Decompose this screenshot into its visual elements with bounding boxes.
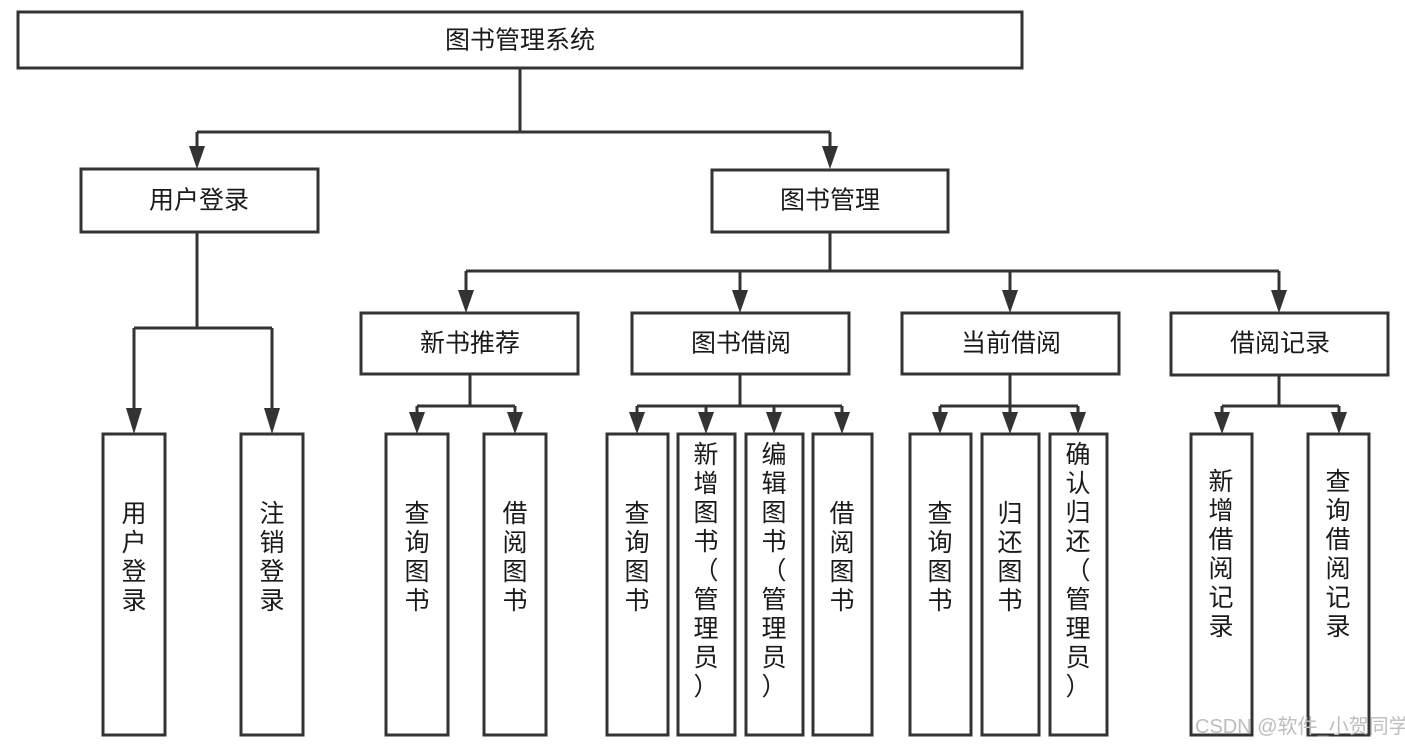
leaf-logout[interactable]: 注销登录: [239, 432, 305, 737]
arrow-head-leaf-confirm-return: [1070, 412, 1086, 434]
connector-group-book-borrow-to-leaves: [629, 374, 850, 434]
arrow-head-current-borrow: [1002, 290, 1018, 313]
leaf-logout-box[interactable]: [239, 432, 305, 737]
leaf-query-record-box[interactable]: [1306, 432, 1371, 737]
leaf-borrow-book-2-box[interactable]: [811, 432, 874, 737]
leaf-return-book-label: 归还图书: [997, 500, 1022, 615]
leaf-borrow-book-2-label: 借阅图书: [829, 500, 854, 615]
node-user-login-box[interactable]: [79, 167, 320, 234]
connector-group-root-to-level2: [189, 69, 838, 169]
connector-group-user-login-to-leaves: [126, 232, 280, 434]
leaf-query-book-3-box[interactable]: [908, 432, 973, 737]
node-current-borrow-box[interactable]: [900, 311, 1121, 376]
leaf-query-book-2-box[interactable]: [605, 432, 670, 737]
node-borrow-record-box[interactable]: [1169, 311, 1390, 377]
leaf-edit-book-box[interactable]: [744, 432, 805, 737]
leaf-query-book-1[interactable]: 查询图书: [384, 432, 450, 737]
node-current-borrow[interactable]: 当前借阅: [900, 311, 1121, 376]
arrow-head-leaf-add-record: [1214, 412, 1230, 434]
node-book-borrow-label: 图书借阅: [691, 330, 791, 358]
connector-group-current-borrow-to-leaves: [932, 374, 1086, 434]
node-book-manage-label: 图书管理: [780, 187, 880, 215]
arrow-head-leaf-edit-book: [766, 412, 782, 434]
arrow-head-leaf-add-book: [698, 412, 714, 434]
arrow-head-user-login: [189, 146, 205, 169]
leaf-borrow-book-2[interactable]: 借阅图书: [811, 432, 874, 737]
arrow-head-borrow-record: [1271, 290, 1287, 313]
leaf-confirm-return-box[interactable]: [1048, 432, 1109, 737]
node-root[interactable]: 图书管理系统: [16, 10, 1024, 70]
leaf-edit-book[interactable]: 编辑图书（管理员）: [744, 432, 805, 737]
arrow-head-leaf-borrow-book-2: [834, 412, 850, 434]
leaf-query-record[interactable]: 查询借阅记录: [1306, 432, 1371, 737]
leaf-add-book-box[interactable]: [676, 432, 737, 737]
leaf-query-book-3-label: 查询图书: [927, 500, 952, 615]
arrow-head-leaf-logout: [264, 408, 280, 434]
connector-group-book-manage-to-level3: [458, 232, 1287, 313]
arrow-head-leaf-return-book: [1002, 412, 1018, 434]
arrow-head-leaf-query-book-2: [629, 412, 645, 434]
node-new-book-rec[interactable]: 新书推荐: [359, 311, 580, 376]
node-user-login[interactable]: 用户登录: [79, 167, 320, 234]
node-book-borrow[interactable]: 图书借阅: [630, 311, 851, 376]
leaf-query-record-label: 查询借阅记录: [1325, 468, 1350, 641]
leaf-borrow-book-1-box[interactable]: [482, 432, 548, 737]
leaf-add-record-box[interactable]: [1189, 432, 1254, 737]
leaf-query-book-3[interactable]: 查询图书: [908, 432, 973, 737]
node-user-login-label: 用户登录: [149, 187, 249, 215]
arrow-head-leaf-query-book-1: [409, 412, 425, 434]
connector-group-borrow-record-to-leaves: [1214, 375, 1347, 434]
node-current-borrow-label: 当前借阅: [961, 330, 1061, 358]
leaf-borrow-book-1[interactable]: 借阅图书: [482, 432, 548, 737]
arrow-head-leaf-user-login: [126, 408, 142, 434]
leaf-user-login-label: 用户登录: [121, 500, 146, 615]
leaf-query-book-1-box[interactable]: [384, 432, 450, 737]
node-new-book-rec-box[interactable]: [359, 311, 580, 376]
leaf-query-book-2[interactable]: 查询图书: [605, 432, 670, 737]
arrow-head-leaf-query-book-3: [932, 412, 948, 434]
node-root-box[interactable]: [16, 10, 1024, 70]
leaf-edit-book-label: 编辑图书（管理员）: [761, 441, 786, 701]
leaf-confirm-return-label: 确认归还（管理员）: [1065, 441, 1090, 701]
arrow-head-leaf-borrow-book-1: [507, 412, 523, 434]
leaf-logout-label: 注销登录: [259, 500, 284, 615]
leaf-add-record-label: 新增借阅记录: [1208, 468, 1233, 641]
arrow-head-leaf-query-record: [1331, 412, 1347, 434]
leaf-add-book[interactable]: 新增图书（管理员）: [676, 432, 737, 737]
leaf-return-book-box[interactable]: [980, 432, 1041, 737]
arrow-head-book-borrow: [732, 290, 748, 313]
arrow-head-book-manage: [822, 146, 838, 169]
leaf-confirm-return[interactable]: 确认归还（管理员）: [1048, 432, 1109, 737]
leaf-return-book[interactable]: 归还图书: [980, 432, 1041, 737]
node-borrow-record-label: 借阅记录: [1230, 330, 1330, 358]
leaf-user-login-box[interactable]: [101, 432, 167, 737]
leaf-query-book-2-label: 查询图书: [624, 500, 649, 615]
arrow-head-new-book-rec: [458, 290, 474, 313]
connector-group-new-book-rec-to-leaves: [409, 374, 523, 434]
node-borrow-record[interactable]: 借阅记录: [1169, 311, 1390, 377]
leaf-borrow-book-1-label: 借阅图书: [502, 500, 527, 615]
leaf-add-book-label: 新增图书（管理员）: [693, 441, 718, 701]
leaf-query-book-1-label: 查询图书: [404, 500, 429, 615]
node-new-book-rec-label: 新书推荐: [420, 330, 520, 358]
leaf-user-login[interactable]: 用户登录: [101, 432, 167, 737]
node-book-borrow-box[interactable]: [630, 311, 851, 376]
leaf-add-record[interactable]: 新增借阅记录: [1189, 432, 1254, 737]
csdn-watermark: CSDN @软件_小贺同学: [1195, 715, 1405, 738]
node-book-manage[interactable]: 图书管理: [710, 168, 950, 234]
node-book-manage-box[interactable]: [710, 168, 950, 234]
node-root-label: 图书管理系统: [445, 27, 595, 55]
